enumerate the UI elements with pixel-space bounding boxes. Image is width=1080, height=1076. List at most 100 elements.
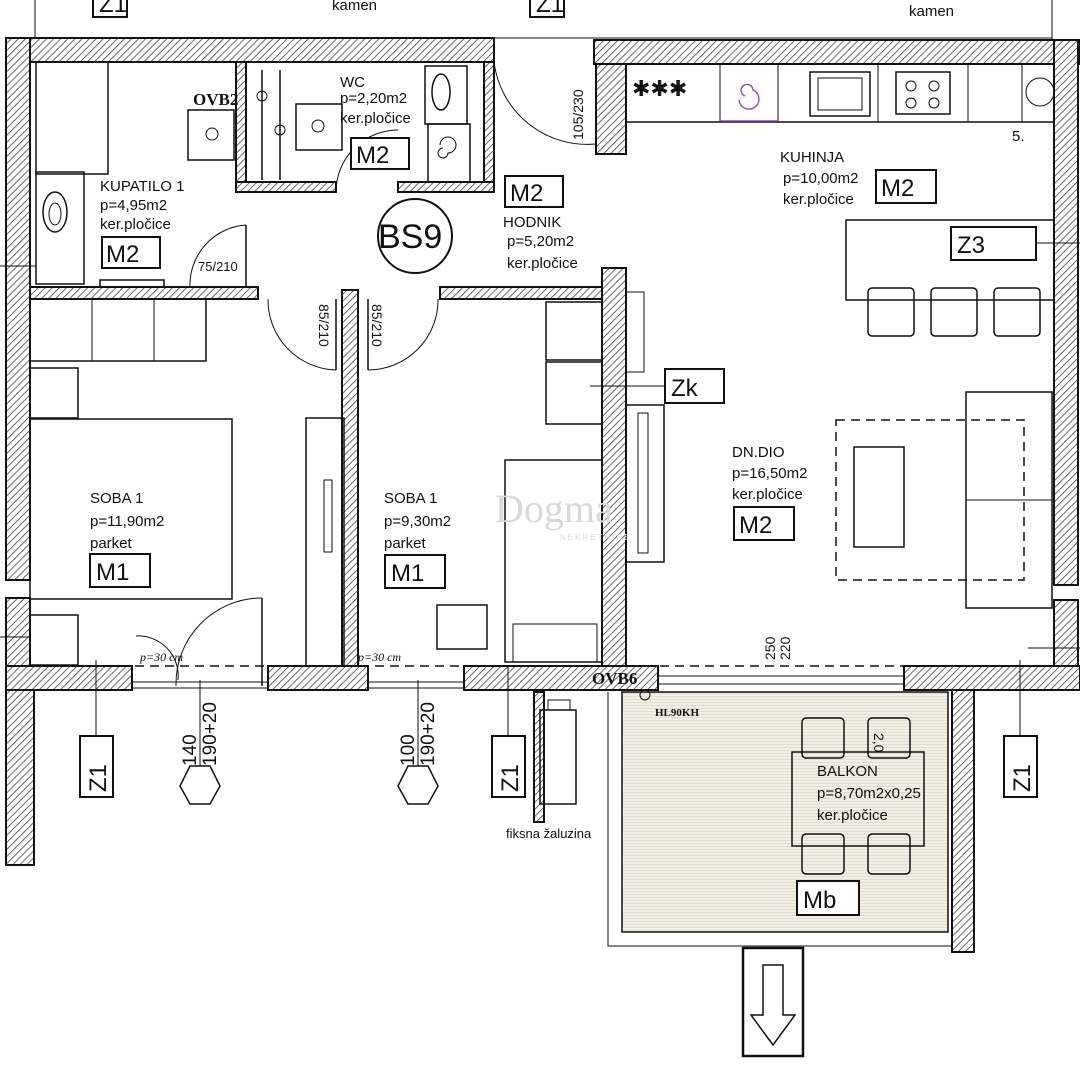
bedroom-mid-name: SOBA 1: [384, 490, 437, 507]
kitchen-tag: M2: [881, 175, 914, 202]
bathroom-area: p=4,95m2: [100, 197, 167, 214]
kitchen-name: KUHINJA: [780, 149, 844, 166]
blind-note: fiksna žaluzina: [506, 826, 592, 841]
window-mid-hexagon: [397, 765, 439, 805]
apartment-code: BS9: [378, 218, 442, 256]
bedroom-left-floor: parket: [90, 535, 133, 552]
bar-stool-3: [993, 287, 1041, 337]
bedroom-left: 85/210 SOBA 1 p=11,90m2 parket M1 p=30 c…: [29, 298, 345, 687]
hallway-area: p=5,20m2: [507, 233, 574, 250]
arrow-down-icon: [749, 964, 797, 1047]
fridge-icon: ✱✱✱: [632, 77, 687, 102]
interior-walls: [29, 61, 627, 667]
balcony-door-dim-b: 220: [777, 636, 793, 660]
wc-area: p=2,20m2: [340, 90, 407, 107]
hallway-floor: ker.pločice: [507, 255, 578, 272]
window-code-ovb6: OVB6: [592, 669, 637, 688]
wc-floor: ker.pločice: [340, 110, 411, 127]
living-floor: ker.pločice: [732, 486, 803, 503]
bathroom-tag: M2: [106, 241, 139, 268]
ac-unit: [539, 709, 577, 805]
balcony-door-dim-a: 250: [762, 636, 778, 660]
bedroom-left-tag: M1: [96, 559, 129, 586]
top-label-stone-left: kamen: [332, 0, 377, 14]
sill-mid-dim: p=30 cm: [357, 650, 401, 664]
bathroom-door-dim: 75/210: [198, 259, 238, 274]
bedroom-mid-door-dim: 85/210: [369, 304, 385, 347]
balcony: [533, 689, 975, 953]
kitchen-island-tag: Z3: [957, 232, 985, 259]
balcony-table: [791, 751, 925, 847]
balcony-misc-dim: 2,0: [871, 733, 887, 753]
living-area: p=16,50m2: [732, 465, 807, 482]
bedroom-mid-floor: parket: [384, 535, 427, 552]
wc-toilet-icon: [431, 73, 451, 111]
window-code-hl: HL90KH: [655, 707, 699, 719]
bedroom-left-area: p=11,90m2: [90, 513, 164, 530]
tv-unit: [625, 404, 665, 563]
kitchen-island: [845, 219, 1055, 301]
window-code-ovb2: OVB2: [193, 90, 238, 109]
wardrobe-tag: Zk: [671, 375, 699, 402]
top-strip: Z1 Z1 kamen kamen: [34, 0, 1053, 40]
kitchen-area: p=10,00m2: [783, 170, 858, 187]
bedroom-mid-area: p=9,30m2: [384, 513, 451, 530]
window-mid-height: 190+20: [418, 702, 439, 766]
sink-icon: [809, 71, 871, 117]
top-tag-z1-mid: [529, 0, 565, 18]
kitchen: ✱✱✱ 5. KUHINJA p=10,00m2 ker.pločice M2 …: [625, 63, 1080, 337]
bathroom-floor: ker.pločice: [100, 216, 171, 233]
chair-3: [801, 833, 845, 875]
coffee-table: [853, 446, 905, 548]
toilet-icon: [42, 191, 68, 233]
apartment-code-circle: [377, 198, 453, 274]
z1-tag-left: Z1: [85, 764, 112, 792]
rug: [835, 419, 1025, 581]
kitchen-number: 5.: [1012, 128, 1025, 145]
stove-icon: [895, 71, 951, 115]
exterior-walls: [5, 37, 1080, 866]
balcony-name: BALKON: [817, 763, 878, 780]
z1-tags: Z1 Z1 Z1: [0, 265, 1080, 798]
svg-text:NEKRETNINE: NEKRETNINE: [560, 533, 632, 542]
bedroom-mid: 85/210 SOBA 1 p=9,30m2 parket M1 p=30 cm: [357, 298, 603, 664]
balcony-area: p=8,70m2x0,25: [817, 785, 921, 802]
living-tag: M2: [739, 512, 772, 539]
watermark: Dogma NEKRETNINE: [495, 486, 632, 542]
living-name: DN.DIO: [732, 444, 785, 461]
balcony-side-wall: [951, 689, 975, 953]
hallway-tag: M2: [510, 180, 543, 207]
bedroom-left-door-dim: 85/210: [316, 304, 332, 347]
window-left-width: 140: [180, 734, 201, 766]
window-left-height: 190+20: [200, 702, 221, 766]
chair-4: [867, 833, 911, 875]
svg-text:Z1: Z1: [99, 0, 127, 18]
window-left-hexagon: [179, 765, 221, 805]
hallway-name: HODNIK: [503, 214, 561, 231]
bathroom-name: KUPATILO 1: [100, 178, 184, 195]
entry-door-dim: 105/230: [570, 89, 586, 140]
svg-text:Dogma: Dogma: [495, 486, 613, 531]
sill-left-dim: p=30 cm: [139, 650, 183, 664]
bar-stool-2: [930, 287, 978, 337]
facade: 250 220 OVB6 HL90KH: [30, 636, 1054, 719]
bathroom: KUPATILO 1 p=4,95m2 ker.pločice M2 75/21…: [35, 61, 343, 288]
z1-tag-mid: Z1: [497, 764, 524, 792]
balcony-tag: Mb: [803, 887, 836, 914]
hood-icon: [738, 83, 760, 110]
chair-1: [801, 717, 845, 759]
wc-tag: M2: [356, 142, 389, 169]
z1-tag-right: Z1: [1009, 764, 1036, 792]
kitchen-floor: ker.pločice: [783, 191, 854, 208]
top-label-stone-right: kamen: [909, 3, 954, 20]
bedroom-left-name: SOBA 1: [90, 490, 143, 507]
entrance-arrow: [741, 946, 805, 1058]
living-room: DN.DIO p=16,50m2 ker.pločice M2 Zk: [590, 291, 1053, 609]
balcony-floor: ker.pločice: [817, 807, 888, 824]
balcony-blind-wall: [533, 691, 545, 823]
hallway: 105/230 BS9 M2 HODNIK p=5,20m2 ker.ploči…: [377, 61, 597, 274]
bedroom-mid-tag: M1: [391, 560, 424, 587]
window-mid-width: 100: [398, 734, 419, 766]
balcony-contents: fiksna žaluzina 2,0 BALKON p=8,70m2x0,25…: [506, 699, 925, 916]
